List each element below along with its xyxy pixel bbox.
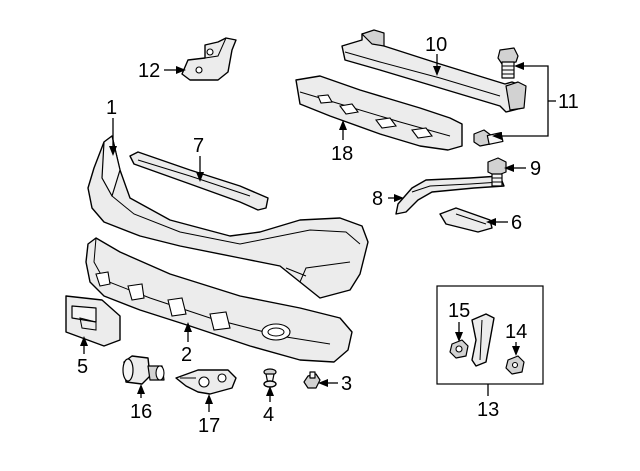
part-5-license-bracket[interactable]: [65, 295, 121, 347]
part-13-kit-box: [436, 285, 544, 385]
callout-17: 17: [198, 415, 220, 437]
callout-2: 2: [181, 344, 192, 366]
callout-1: 1: [106, 97, 117, 119]
callout-4: 4: [263, 404, 274, 426]
callout-12: 12: [138, 60, 160, 82]
part-12-bracket[interactable]: [181, 37, 237, 81]
part-7-retainer-strip[interactable]: [129, 151, 269, 211]
arrow-7: [196, 172, 204, 182]
part-11-bolt-lower[interactable]: [473, 129, 504, 147]
part-2-lower-valance[interactable]: [85, 237, 353, 363]
callout-6: 6: [511, 212, 522, 234]
arrow-3: [318, 379, 328, 387]
arrow-12: [176, 66, 186, 74]
part-15-nut[interactable]: [449, 339, 469, 359]
callout-11: 11: [558, 91, 579, 113]
arrow-11b: [492, 132, 502, 140]
arrow-4: [266, 386, 274, 396]
callout-15: 15: [448, 300, 470, 322]
part-17-sensor-holder[interactable]: [175, 369, 237, 395]
part-18-energy-absorber[interactable]: [295, 75, 463, 151]
callouts: 1 2 3 4 5 6 7 8 9 10 11 12 13 14 15 16 1…: [77, 34, 579, 437]
callout-8: 8: [372, 188, 383, 210]
arrow-18: [339, 120, 347, 130]
arrow-1: [109, 146, 117, 156]
arrow-11a: [514, 62, 524, 70]
part-4-push-clip[interactable]: [263, 368, 277, 388]
callout-18: 18: [331, 143, 353, 165]
part-10-reinforcement-beam[interactable]: [341, 29, 527, 113]
arrow-6: [486, 218, 496, 226]
arrow-10: [433, 66, 441, 76]
leaders: [80, 54, 556, 412]
callout-5: 5: [77, 356, 88, 378]
arrow-9: [504, 164, 514, 172]
arrow-16: [137, 384, 145, 394]
arrow-2: [184, 322, 192, 332]
callout-3: 3: [341, 373, 352, 395]
callout-7: 7: [193, 135, 204, 157]
part-11-bolt-upper[interactable]: [497, 47, 519, 79]
part-13-strip[interactable]: [471, 313, 495, 367]
part-8-bracket-arm[interactable]: [395, 175, 505, 215]
callout-10: 10: [425, 34, 447, 56]
callout-16: 16: [130, 401, 152, 423]
part-9-bolt[interactable]: [487, 157, 507, 187]
arrow-8: [394, 194, 404, 202]
part-14-screw[interactable]: [505, 355, 525, 375]
callout-13: 13: [477, 399, 499, 421]
callout-14: 14: [505, 321, 527, 343]
part-1-bumper-cover[interactable]: [87, 135, 369, 299]
arrow-5: [80, 336, 88, 346]
callout-9: 9: [530, 158, 541, 180]
arrow-15: [455, 332, 463, 342]
part-16-parking-sensor[interactable]: [122, 355, 165, 385]
arrow-14: [512, 346, 520, 356]
arrow-17: [205, 394, 213, 404]
part-6-clip[interactable]: [439, 207, 493, 233]
part-3-screw[interactable]: [303, 371, 321, 389]
